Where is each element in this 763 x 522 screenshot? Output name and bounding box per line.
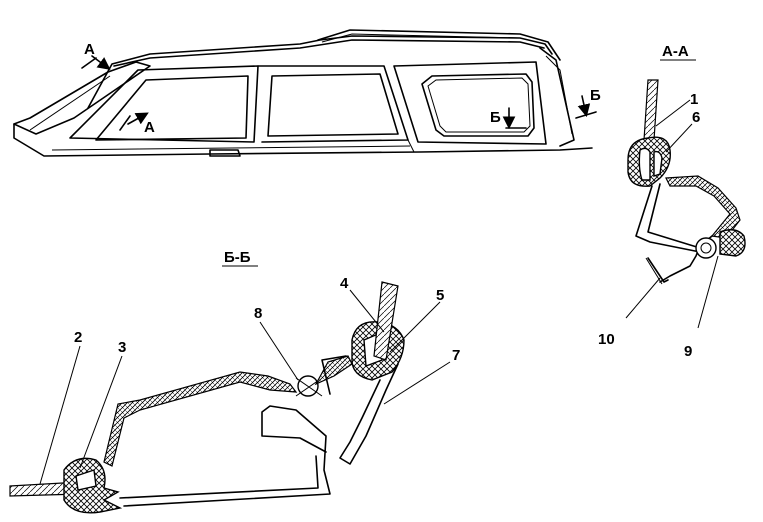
- leader-6: [665, 123, 693, 153]
- car-side-view: [13, 29, 593, 157]
- aa-roof-band: [665, 175, 741, 239]
- section-bb-drawing: [9, 281, 405, 514]
- marker-a-window-label: А: [144, 119, 155, 136]
- section-marker-a-top: [81, 55, 111, 70]
- section-aa-drawing: [627, 79, 746, 285]
- callout-9: 9: [684, 343, 692, 360]
- section-aa-title: А-А: [662, 43, 689, 60]
- marker-b-window-label: Б: [490, 109, 501, 126]
- leader-1: [655, 99, 691, 127]
- section-marker-b-window: [502, 107, 527, 130]
- section-marker-a-window: [119, 112, 149, 131]
- leader-7: [383, 361, 451, 405]
- bb-glass-upper: [373, 281, 399, 361]
- callout-4: 4: [340, 275, 349, 292]
- section-marker-b-pillar: [575, 95, 597, 119]
- callout-6: 6: [692, 109, 700, 126]
- callout-5: 5: [436, 287, 444, 304]
- leader-10: [625, 277, 661, 319]
- callout-3: 3: [118, 339, 126, 356]
- leader-9: [697, 255, 719, 329]
- callout-1: 1: [690, 91, 698, 108]
- callout-10: 10: [598, 331, 615, 348]
- callout-7: 7: [452, 347, 460, 364]
- aa-seal-9: [719, 229, 746, 257]
- marker-b-pillar-label: Б: [590, 87, 601, 104]
- leader-3: [79, 355, 123, 469]
- callout-8: 8: [254, 305, 262, 322]
- callout-2: 2: [74, 329, 82, 346]
- section-bb-title: Б-Б: [224, 249, 251, 266]
- leader-5: [389, 301, 441, 353]
- marker-a-top-label: А: [84, 41, 95, 58]
- leader-2: [39, 345, 81, 485]
- leader-8: [259, 321, 299, 381]
- leader-4: [349, 289, 385, 333]
- bb-band: [103, 371, 298, 467]
